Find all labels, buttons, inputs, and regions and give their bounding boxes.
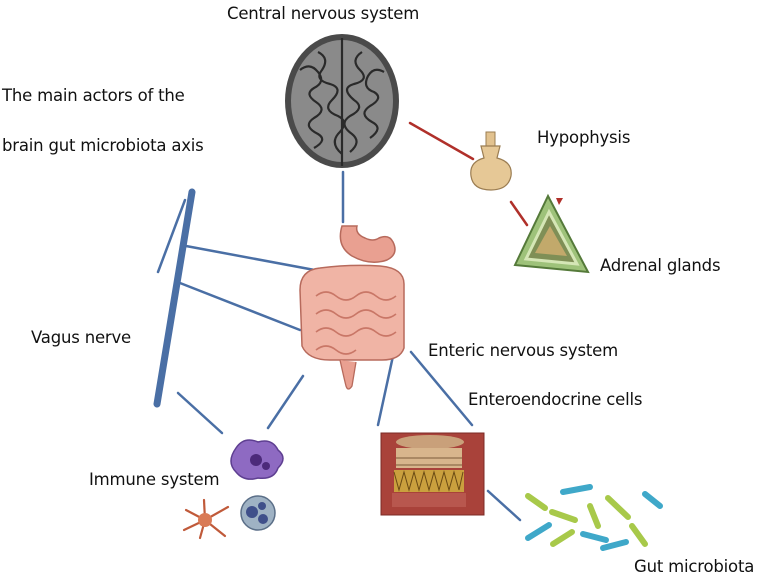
vagus-to-immune: [176, 391, 224, 435]
vagus-label: Vagus nerve: [31, 328, 131, 347]
gut-to-immune: [266, 374, 305, 430]
gut-to-ens-right: [409, 350, 474, 427]
vagus-branch-upper: [156, 198, 187, 274]
vagus-to-intestine: [178, 281, 302, 332]
digestive-tract-icon: [299, 225, 405, 390]
hypophysis-to-adrenal: [509, 200, 529, 227]
enteroendocrine-label: Enteroendocrine cells: [468, 390, 643, 409]
immune-label: Immune system: [89, 470, 220, 489]
bacteria-icon: [525, 484, 663, 551]
title-line-1: The main actors of the: [2, 86, 185, 105]
cns-label: Central nervous system: [227, 4, 420, 23]
hormonal-arrowhead: [556, 198, 563, 205]
pituitary-gland-icon: [470, 131, 512, 191]
microbiota-label: Gut microbiota: [634, 557, 755, 576]
adrenal-gland-icon: [513, 193, 590, 274]
intestinal-wall-icon: [380, 432, 485, 516]
hormonal-lines: [408, 121, 563, 227]
brain-icon: [285, 34, 399, 168]
vagus-to-stomach: [184, 244, 322, 273]
hypophysis-label: Hypophysis: [537, 128, 631, 147]
gut-to-ens-left: [376, 354, 395, 427]
title-line-2: brain gut microbiota axis: [2, 136, 204, 155]
ens-to-microbiota: [486, 489, 522, 522]
immune-cells-icon: [182, 439, 284, 540]
connector-lines: [153, 170, 522, 522]
brain-to-hypophysis: [408, 121, 475, 161]
adrenal-label: Adrenal glands: [600, 256, 721, 275]
ens-label: Enteric nervous system: [428, 341, 618, 360]
vagus-nerve-trunk: [153, 188, 196, 408]
